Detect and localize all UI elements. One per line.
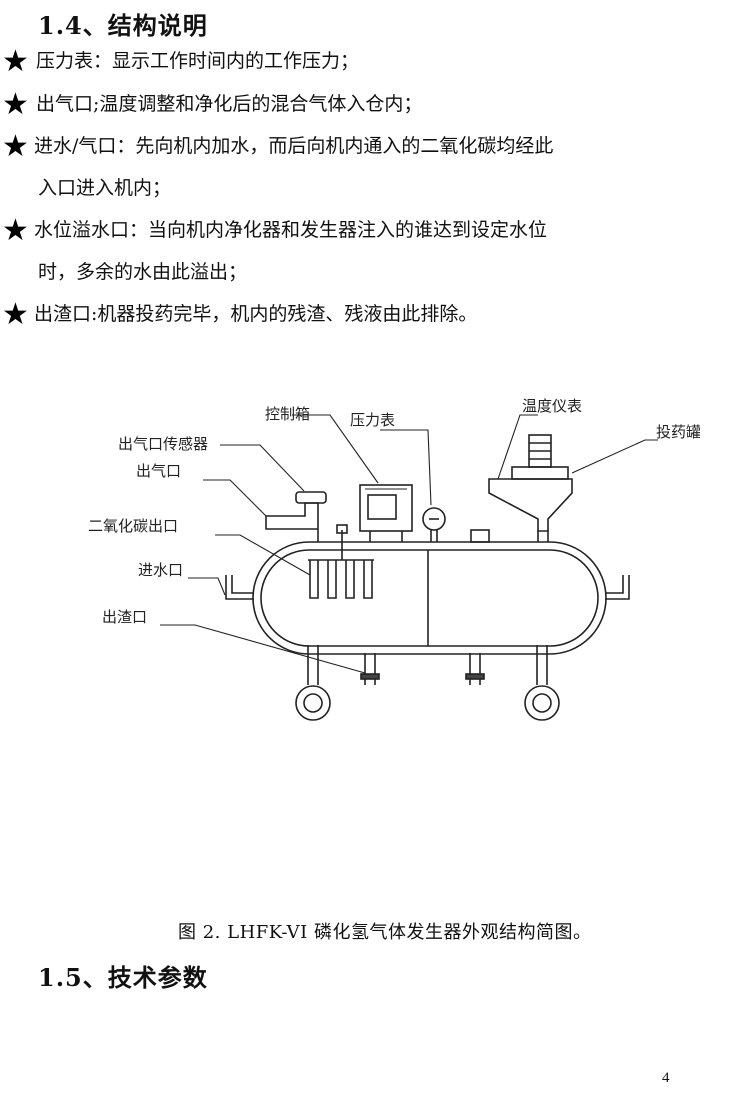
generator-structure-diagram: 出气口传感器 控制箱 压力表 温度仪表 投药罐 出气口 二氧化碳出口 进水口 出…: [88, 397, 700, 721]
water-inlet-pipe: [225, 575, 254, 600]
label-gas-outlet: 出气口: [136, 462, 181, 480]
co2-tubes: [308, 524, 374, 599]
item-text: 出气口;温度调整和净化后的混合气体入仓内；: [36, 93, 423, 115]
list-item-water-inlet: ★进水/气口：先向机内加水，而后向机内通入的二氧化碳均经此: [2, 126, 692, 166]
leader-lines: [160, 414, 658, 674]
list-item-continuation: 时，多余的水由此溢出；: [38, 261, 248, 283]
star-icon: ★: [2, 213, 29, 248]
list-item-slag-outlet: ★出渣口:机器投药完毕，机内的残渣、残液由此排除。: [2, 294, 692, 334]
section-heading-1-5: 1.5、技术参数: [38, 963, 208, 992]
star-icon: ★: [2, 44, 29, 79]
slag-outlet-valves: [360, 653, 485, 685]
label-slag-outlet: 出渣口: [102, 608, 147, 626]
wheel-right: [524, 645, 560, 721]
item-text: 出渣口:机器投药完毕，机内的残渣、残液由此排除。: [34, 303, 478, 325]
dosing-tank: [488, 434, 573, 542]
star-icon: ★: [2, 87, 29, 122]
label-control-box: 控制箱: [265, 405, 310, 423]
list-item-pressure-gauge: ★ 压力表：显示工作时间内的工作压力；: [2, 41, 692, 81]
label-outlet-sensor: 出气口传感器: [118, 435, 208, 453]
item-text: 进水/气口：先向机内加水，而后向机内通入的二氧化碳均经此: [34, 135, 554, 157]
thermometer-box: [470, 529, 490, 543]
list-item-overflow-outlet: ★水位溢水口：当向机内净化器和发生器注入的谁达到设定水位: [2, 210, 692, 250]
wheel-left: [295, 645, 331, 721]
star-icon: ★: [2, 129, 29, 164]
item-text: 压力表：显示工作时间内的工作压力；: [36, 50, 360, 72]
label-water-inlet: 进水口: [138, 561, 183, 579]
list-item-continuation: 入口进入机内；: [38, 177, 172, 199]
main-tank: [252, 541, 607, 655]
overflow-pipe: [605, 575, 630, 600]
label-co2-outlet: 二氧化碳出口: [88, 517, 178, 535]
list-item-gas-outlet: ★ 出气口;温度调整和净化后的混合气体入仓内；: [2, 84, 692, 124]
item-text: 水位溢水口：当向机内净化器和发生器注入的谁达到设定水位: [34, 219, 548, 241]
control-box: [359, 484, 413, 542]
star-icon: ★: [2, 297, 29, 332]
label-pressure-gauge: 压力表: [350, 411, 395, 429]
label-dosing-tank: 投药罐: [656, 423, 700, 441]
pressure-gauge: [422, 507, 446, 542]
label-thermometer: 温度仪表: [522, 397, 582, 415]
section-heading-1-4: 1.4、结构说明: [38, 11, 208, 40]
gas-outlet-pipe: [265, 491, 327, 542]
figure-caption: 图 2. LHFK-VI 磷化氢气体发生器外观结构简图。: [178, 922, 592, 943]
page-number: 4: [662, 1070, 670, 1086]
